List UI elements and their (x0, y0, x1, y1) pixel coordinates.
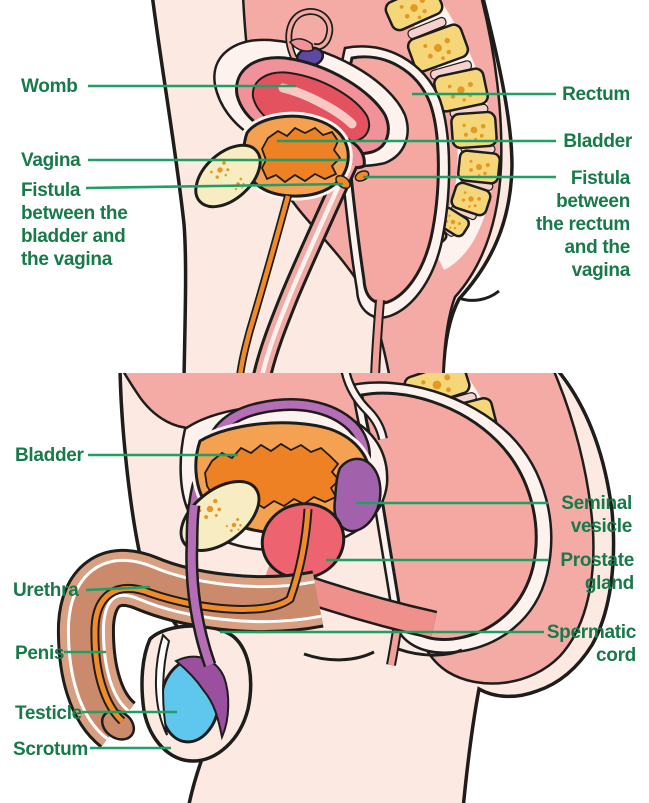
label-scrotum: Scrotum (13, 739, 88, 760)
womb-cavity-lining (278, 83, 357, 129)
label-fistula-bladder-vagina: Fistula between the bladder and the vagi… (21, 180, 128, 270)
female-anal-canal (372, 299, 383, 373)
label-penis: Penis (15, 643, 65, 664)
seminal-vesicle (333, 457, 382, 533)
glans-tip (100, 709, 136, 741)
buttock-crease-left (303, 650, 375, 662)
female-spine-vertebrae (384, 0, 502, 244)
female-urethra (238, 195, 291, 373)
fistula-rectum-vagina-opening (354, 170, 370, 182)
female-pelvis-illustration (85, 0, 556, 373)
label-urethra: Urethra (13, 580, 79, 601)
vagina-lumen (260, 162, 352, 373)
male-pelvis-illustration (56, 373, 616, 803)
label-fistula-rectum-vagina: Fistula between the rectum and the vagin… (535, 168, 630, 281)
male-urethra (92, 508, 311, 723)
buttock-crease-right (397, 647, 463, 657)
male-leader-lines (64, 453, 548, 750)
fallopian-tube (287, 9, 332, 59)
epididymis (174, 655, 230, 741)
male-pubic-bone (179, 480, 261, 552)
label-womb: Womb (21, 76, 78, 97)
label-bladder-male: Bladder (15, 445, 84, 466)
label-prostate-gland: Prostate gland (560, 550, 634, 594)
label-vagina: Vagina (21, 150, 81, 171)
fimbriae (288, 38, 314, 52)
label-spermatic-cord: Spermatic cord (546, 622, 636, 666)
label-bladder-female: Bladder (563, 131, 632, 152)
label-seminal-vesicle: Seminal vesicle (561, 493, 632, 537)
penis-shaft (56, 549, 324, 748)
foreskin-fold (154, 633, 171, 736)
female-bladder-inner (261, 126, 342, 184)
urethra-leader-line (85, 585, 151, 592)
female-leader-lines (85, 84, 556, 190)
vas-deferens-cut (343, 373, 386, 440)
fistula-bladder-leader-line (85, 182, 344, 190)
label-rectum: Rectum (562, 84, 630, 105)
female-buttock-crease (458, 289, 500, 302)
spermatic-cord (187, 504, 214, 667)
label-testicle: Testicle (15, 703, 82, 724)
